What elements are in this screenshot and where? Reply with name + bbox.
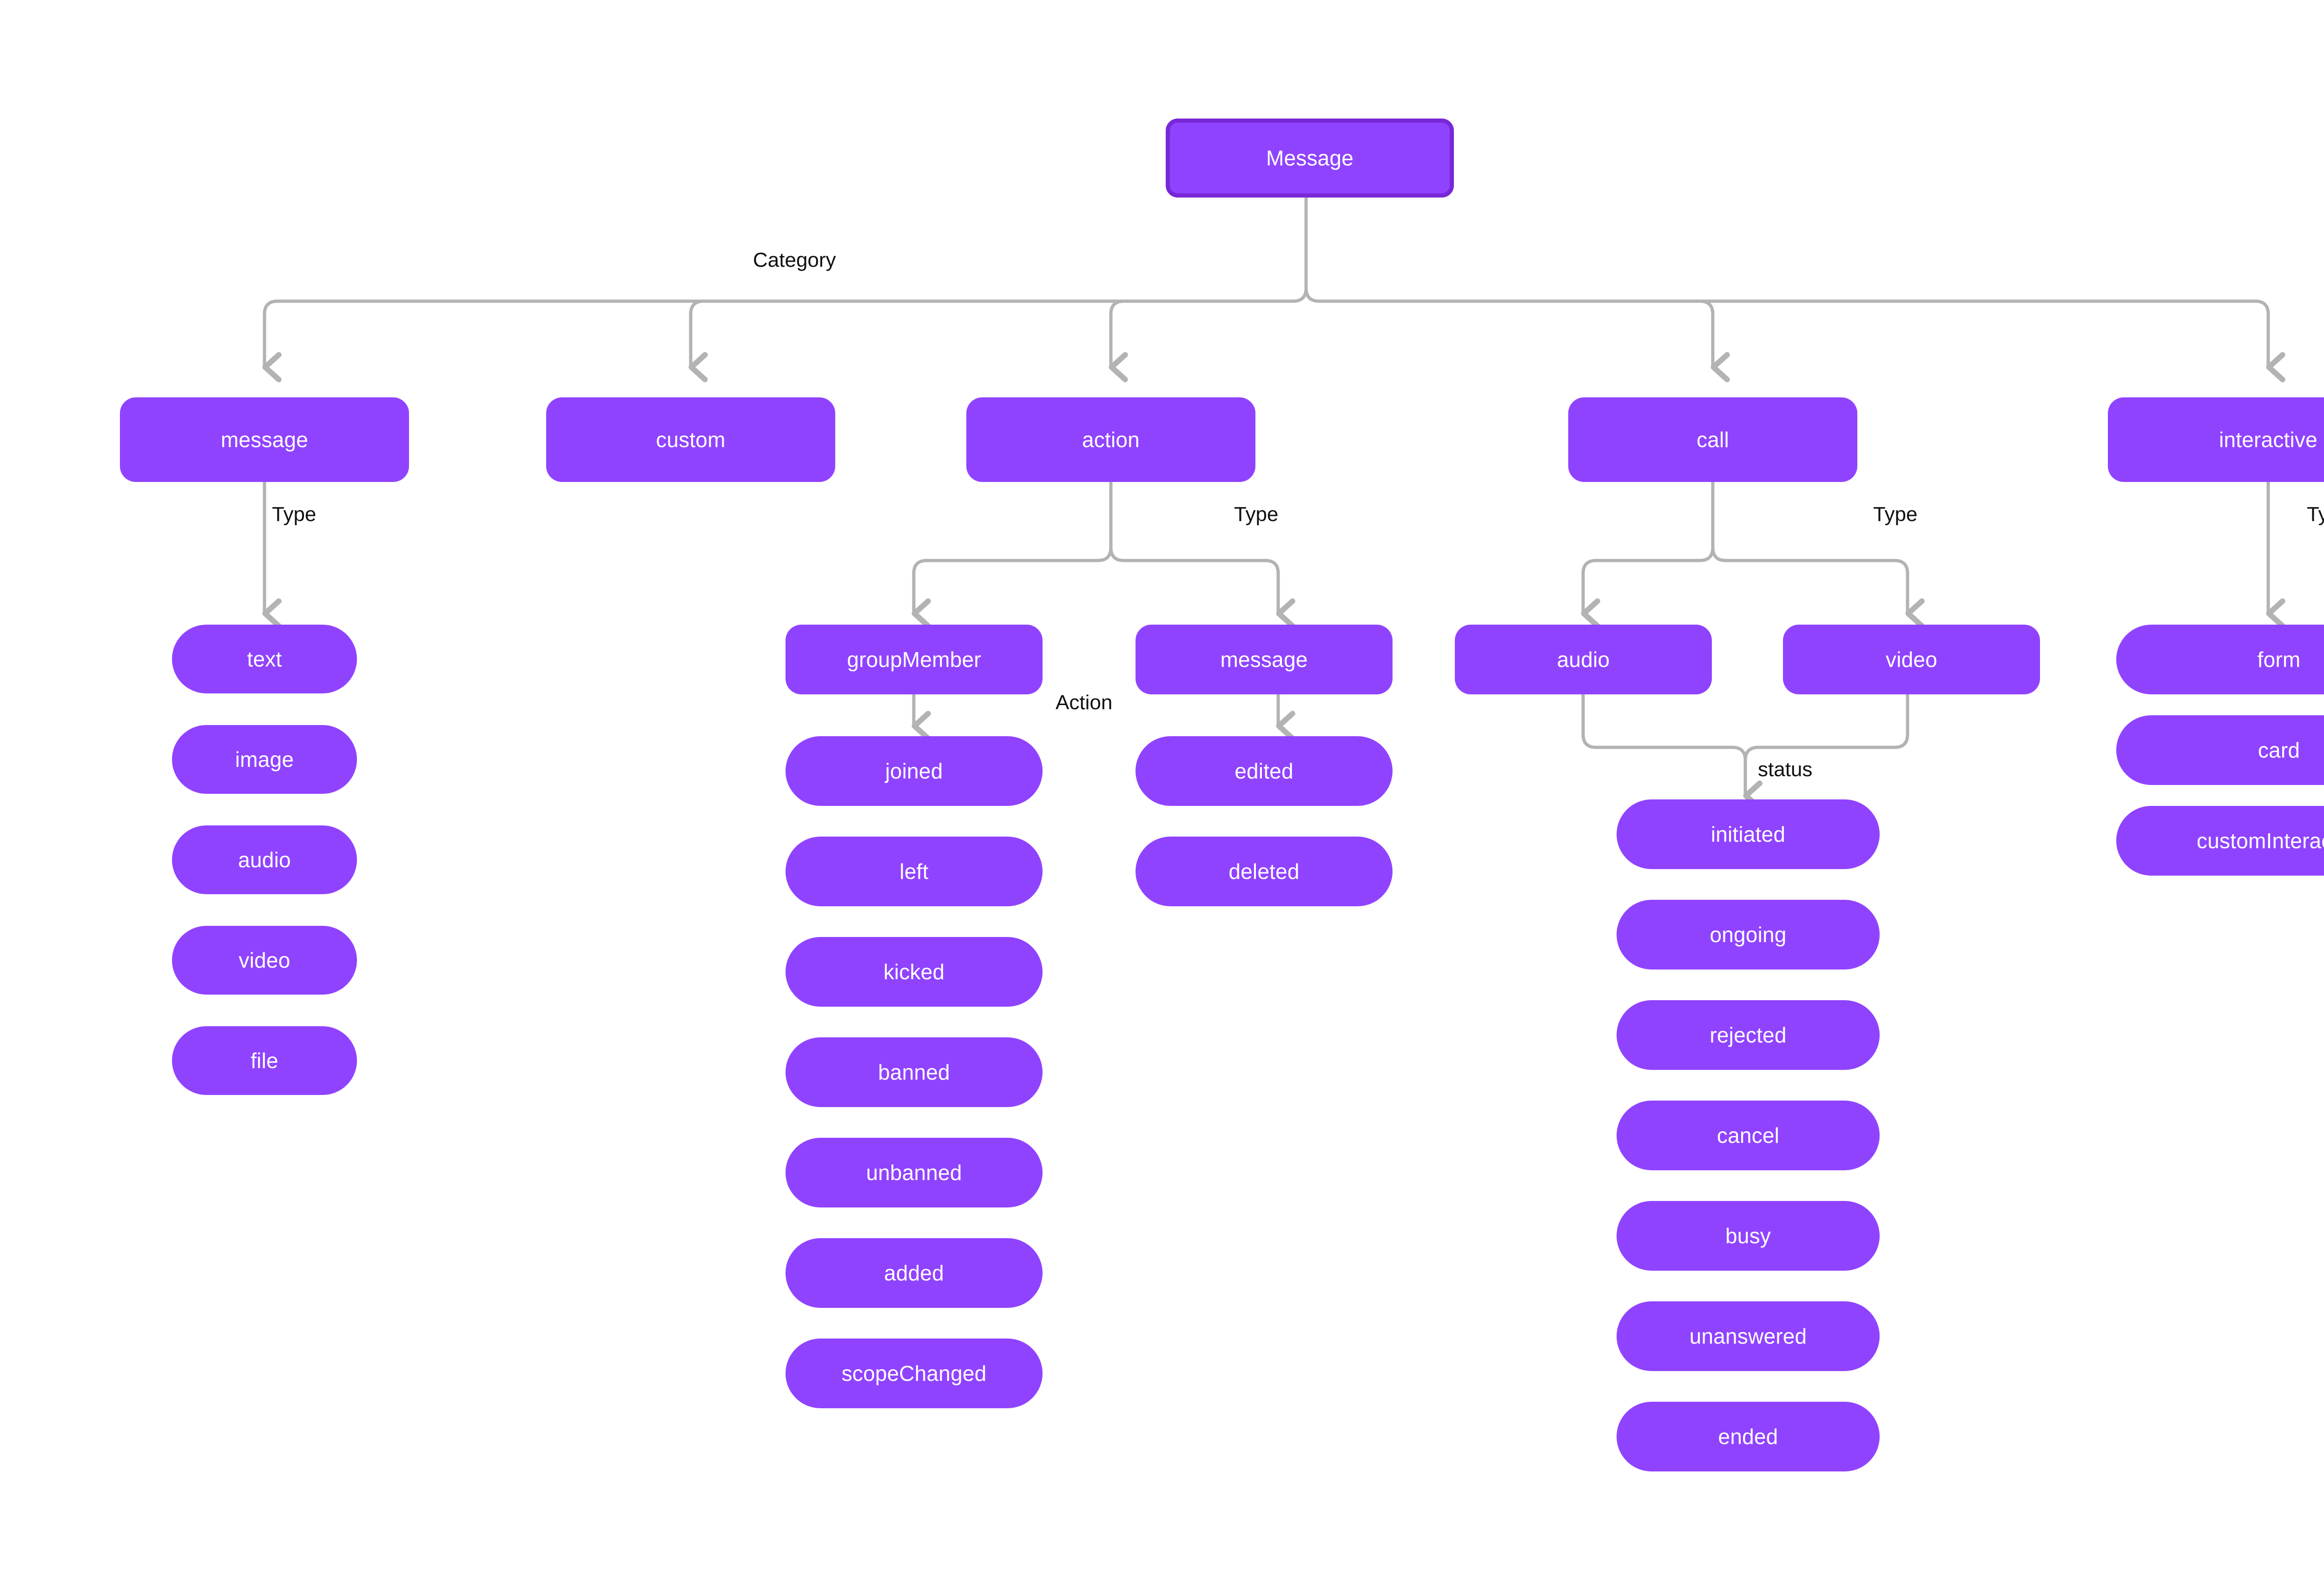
- edge-label-type-message: Type: [272, 503, 317, 526]
- node-call-type-audio[interactable]: audio: [1455, 625, 1712, 694]
- node-groupmember-action-scopechanged[interactable]: scopeChanged: [786, 1339, 1043, 1408]
- node-category-message[interactable]: message: [120, 397, 409, 482]
- node-category-custom[interactable]: custom: [546, 397, 835, 482]
- node-groupmember-action-joined[interactable]: joined: [786, 736, 1043, 806]
- node-message-type-image[interactable]: image: [172, 725, 357, 794]
- node-category-action[interactable]: action: [966, 397, 1255, 482]
- node-groupmember-action-banned[interactable]: banned: [786, 1037, 1043, 1107]
- node-category-interactive[interactable]: interactive: [2108, 397, 2324, 482]
- node-call-status-cancel[interactable]: cancel: [1617, 1101, 1880, 1170]
- node-action-type-groupmember[interactable]: groupMember: [786, 625, 1043, 694]
- node-call-status-ongoing[interactable]: ongoing: [1617, 900, 1880, 970]
- node-message-type-video[interactable]: video: [172, 926, 357, 995]
- node-call-status-rejected[interactable]: rejected: [1617, 1000, 1880, 1070]
- edge-label-type-action: Type: [1234, 503, 1279, 526]
- edge-label-type-call: Type: [1873, 503, 1918, 526]
- node-message-action-deleted[interactable]: deleted: [1136, 837, 1393, 906]
- node-groupmember-action-left[interactable]: left: [786, 837, 1043, 906]
- node-groupmember-action-kicked[interactable]: kicked: [786, 937, 1043, 1007]
- node-message-type-audio[interactable]: audio: [172, 825, 357, 894]
- node-groupmember-action-added[interactable]: added: [786, 1238, 1043, 1308]
- node-interactive-type-custominteractive[interactable]: customInteractive: [2116, 806, 2324, 876]
- node-action-type-message[interactable]: message: [1136, 625, 1393, 694]
- node-category-call[interactable]: call: [1568, 397, 1857, 482]
- edge-label-category: Category: [753, 249, 836, 271]
- edge-label-type-interactive: Type: [2307, 503, 2324, 526]
- edge-label-action: Action: [1056, 691, 1113, 714]
- node-message-root[interactable]: Message: [1166, 119, 1454, 198]
- node-call-type-video[interactable]: video: [1783, 625, 2040, 694]
- node-interactive-type-form[interactable]: form: [2116, 625, 2324, 694]
- node-call-status-unanswered[interactable]: unanswered: [1617, 1301, 1880, 1371]
- node-message-type-file[interactable]: file: [172, 1026, 357, 1095]
- node-call-status-ended[interactable]: ended: [1617, 1402, 1880, 1471]
- node-call-status-busy[interactable]: busy: [1617, 1201, 1880, 1271]
- node-call-status-initiated[interactable]: initiated: [1617, 799, 1880, 869]
- node-groupmember-action-unbanned[interactable]: unbanned: [786, 1138, 1043, 1207]
- node-message-action-edited[interactable]: edited: [1136, 736, 1393, 806]
- node-interactive-type-card[interactable]: card: [2116, 715, 2324, 785]
- node-message-type-text[interactable]: text: [172, 625, 357, 693]
- edge-label-status: status: [1758, 758, 1813, 781]
